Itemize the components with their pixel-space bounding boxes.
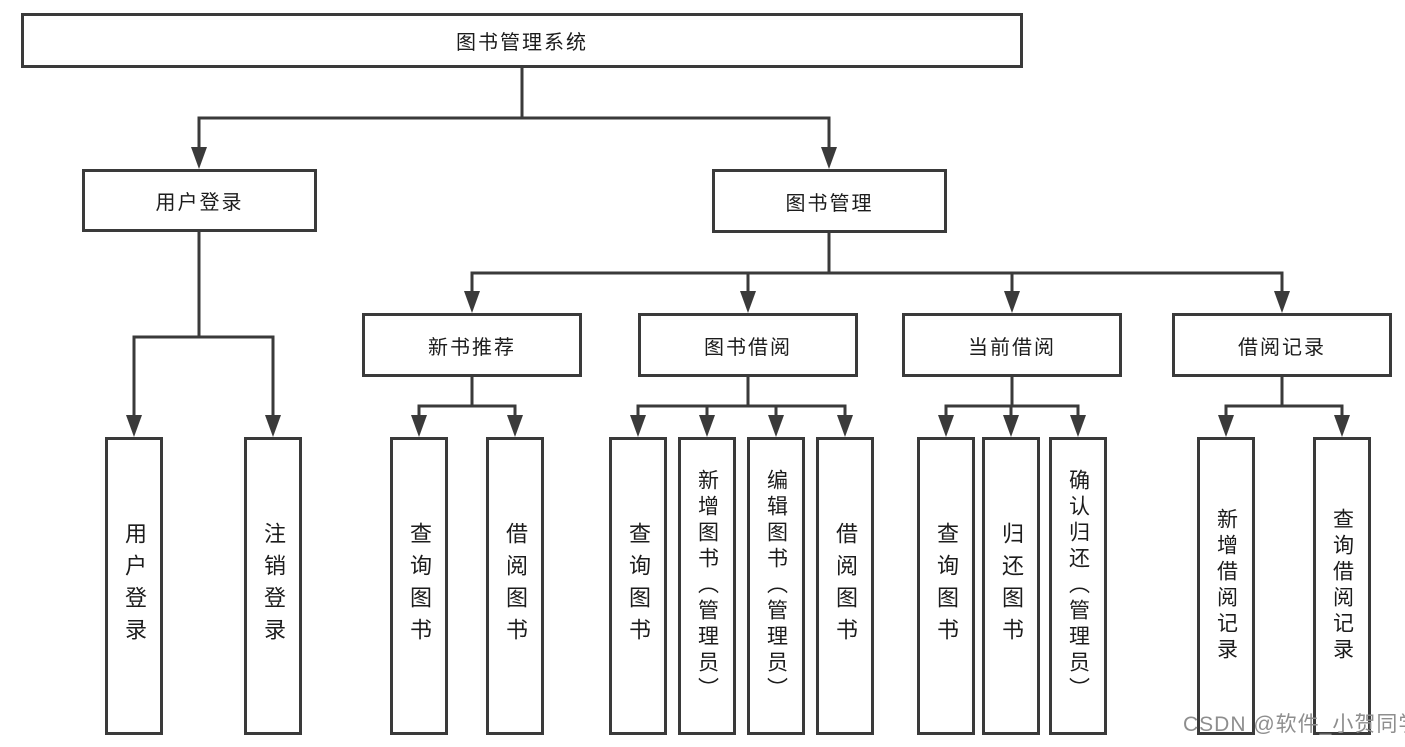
node-book-borrowing: 图书借阅 [638,313,858,377]
node-label: 图书管理 [785,192,874,215]
node-borrowing-records: 借阅记录 [1172,313,1392,377]
leaf-add-books-admin: 新增图书（管理员） [678,437,736,735]
node-label: 用户登录 [155,192,244,214]
node-label: 图书借阅 [704,336,792,359]
leaf-edit-books-admin: 编辑图书（管理员） [747,437,805,735]
node-label: 借阅记录 [1238,336,1326,359]
node-label: 归还图书 [999,522,1024,650]
leaf-add-borrow-record: 新增借阅记录 [1197,437,1255,735]
csdn-watermark: CSDN @软件_小贺同学 [1183,713,1405,736]
node-label: 查询图书 [626,522,651,650]
leaf-borrow-books-borrowing: 借阅图书 [816,437,874,735]
node-book-management-branch: 图书管理 [712,169,947,233]
leaf-logout: 注销登录 [244,437,302,735]
node-label: 借阅图书 [833,522,858,650]
node-current-borrowing: 当前借阅 [902,313,1122,377]
node-user-login-branch: 用户登录 [82,169,317,232]
node-label: 当前借阅 [968,336,1056,359]
node-label: 图书管理系统 [456,32,588,54]
node-label: 新书推荐 [428,336,516,359]
leaf-borrow-books-recommend: 借阅图书 [486,437,544,735]
node-label: 新增图书（管理员） [695,469,719,703]
node-new-book-recommendation: 新书推荐 [362,313,582,377]
node-label: 新增借阅记录 [1214,508,1238,664]
leaf-query-books-borrowing: 查询图书 [609,437,667,735]
node-library-management-system: 图书管理系统 [21,13,1023,68]
arrow-shafts [132,118,1344,417]
node-label: 借阅图书 [503,522,528,650]
node-label: 确认归还（管理员） [1066,469,1090,703]
node-label: 查询借阅记录 [1330,508,1354,664]
node-label: 查询图书 [407,522,432,650]
leaf-user-login: 用户登录 [105,437,163,735]
leaf-query-books-current: 查询图书 [917,437,975,735]
connector-trunks [132,66,1344,408]
arrowhead-icons [126,147,1350,437]
node-label: 注销登录 [261,522,286,650]
node-label: 用户登录 [122,522,147,650]
leaf-confirm-return-admin: 确认归还（管理员） [1049,437,1107,735]
leaf-return-books: 归还图书 [982,437,1040,735]
node-label: 查询图书 [934,522,959,650]
node-label: 编辑图书（管理员） [764,469,788,703]
leaf-query-borrow-record: 查询借阅记录 [1313,437,1371,735]
leaf-query-books-recommend: 查询图书 [390,437,448,735]
